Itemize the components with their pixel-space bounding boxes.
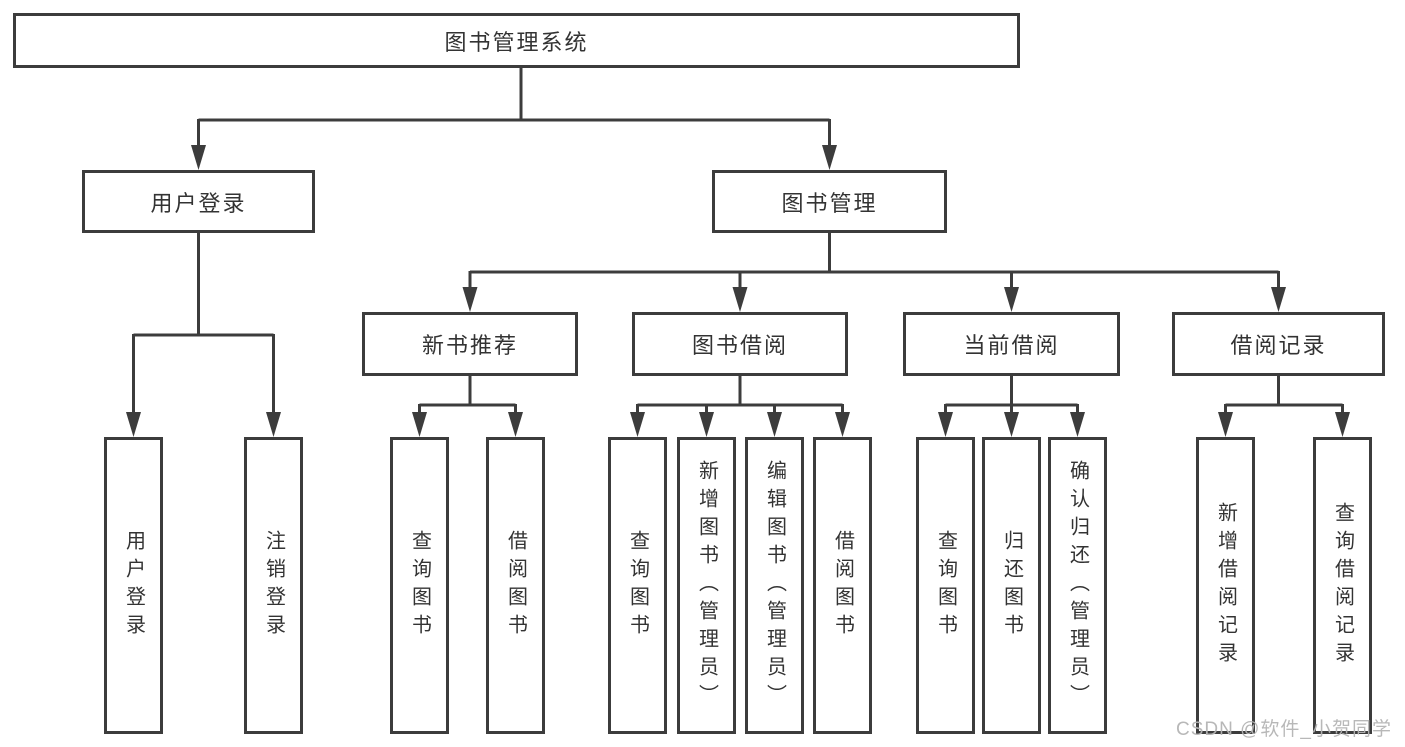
leaf-borrow-edit-book-admin: 编辑图书（管理员） (745, 437, 804, 734)
arrowheads (126, 145, 1350, 437)
node-current-borrow: 当前借阅 (903, 312, 1120, 376)
edge-login-to-leaves (132, 233, 275, 417)
arrowhead (1271, 287, 1286, 312)
arrowhead (191, 145, 206, 170)
arrowhead (938, 412, 953, 437)
node-label: 借阅图书 (831, 529, 854, 642)
arrowhead (630, 412, 645, 437)
arrowhead (822, 145, 837, 170)
leaf-borrow-borrow-book: 借阅图书 (813, 437, 872, 734)
leaf-borrow-query-book: 查询图书 (608, 437, 667, 734)
node-label: 新增借阅记录 (1214, 501, 1237, 670)
leaf-current-confirm-return-admin: 确认归还（管理员） (1048, 437, 1107, 734)
arrowhead (732, 287, 748, 312)
node-label: 查询借阅记录 (1331, 501, 1354, 670)
leaf-newbook-query-book: 查询图书 (390, 437, 449, 734)
node-label: 图书借阅 (691, 333, 788, 358)
node-new-book-recommend: 新书推荐 (362, 312, 578, 376)
node-label: 注销登录 (262, 529, 285, 642)
edge-borrow-to-leaves (636, 376, 844, 418)
node-label: 查询图书 (626, 529, 649, 642)
edge-current-to-leaves (944, 376, 1079, 418)
node-label: 用户登录 (122, 529, 145, 642)
node-borrow-records: 借阅记录 (1172, 312, 1385, 376)
arrowhead (462, 287, 478, 312)
watermark-text: CSDN @软件_小贺同学 (1176, 719, 1392, 740)
node-label: 借阅图书 (504, 529, 527, 642)
node-label: 图书管理系统 (444, 29, 589, 55)
edge-mgmt-to-level3 (468, 233, 1280, 292)
leaf-newbook-borrow-book: 借阅图书 (486, 437, 545, 734)
node-label: 确认归还（管理员） (1066, 459, 1089, 712)
node-label: 归还图书 (1000, 529, 1023, 642)
node-label: 查询图书 (408, 529, 431, 642)
edge-records-to-leaves (1224, 376, 1344, 418)
node-root-library-system: 图书管理系统 (13, 13, 1020, 68)
leaf-borrow-add-book-admin: 新增图书（管理员） (677, 437, 736, 734)
node-user-login: 用户登录 (82, 170, 315, 233)
node-label: 借阅记录 (1230, 333, 1327, 358)
arrowhead (126, 412, 141, 437)
node-label: 编辑图书（管理员） (763, 459, 786, 712)
node-label: 新增图书（管理员） (695, 459, 718, 712)
node-label: 用户登录 (150, 190, 247, 216)
leaf-logout: 注销登录 (244, 437, 303, 734)
arrowhead (767, 412, 782, 437)
edge-root-to-level2 (197, 67, 831, 150)
arrowhead (412, 412, 427, 437)
leaf-records-query-record: 查询借阅记录 (1313, 437, 1372, 734)
arrowhead (699, 412, 714, 437)
node-book-management: 图书管理 (712, 170, 947, 233)
arrowhead (1335, 412, 1350, 437)
arrowhead (266, 412, 281, 437)
node-label: 查询图书 (934, 529, 957, 642)
arrowhead (835, 412, 850, 437)
arrowhead (1070, 412, 1085, 437)
edge-newbook-to-leaves (418, 376, 517, 418)
arrowhead (1218, 412, 1233, 437)
leaf-current-return-book: 归还图书 (982, 437, 1041, 734)
leaf-current-query-book: 查询图书 (916, 437, 975, 734)
node-label: 新书推荐 (421, 333, 518, 358)
arrowhead (1004, 287, 1019, 312)
node-label: 当前借阅 (963, 333, 1060, 358)
arrowhead (1004, 412, 1019, 437)
node-book-borrow: 图书借阅 (632, 312, 848, 376)
arrowhead (508, 412, 523, 437)
node-label: 图书管理 (781, 190, 878, 216)
leaf-records-add-record: 新增借阅记录 (1196, 437, 1255, 734)
leaf-user-login: 用户登录 (104, 437, 163, 734)
